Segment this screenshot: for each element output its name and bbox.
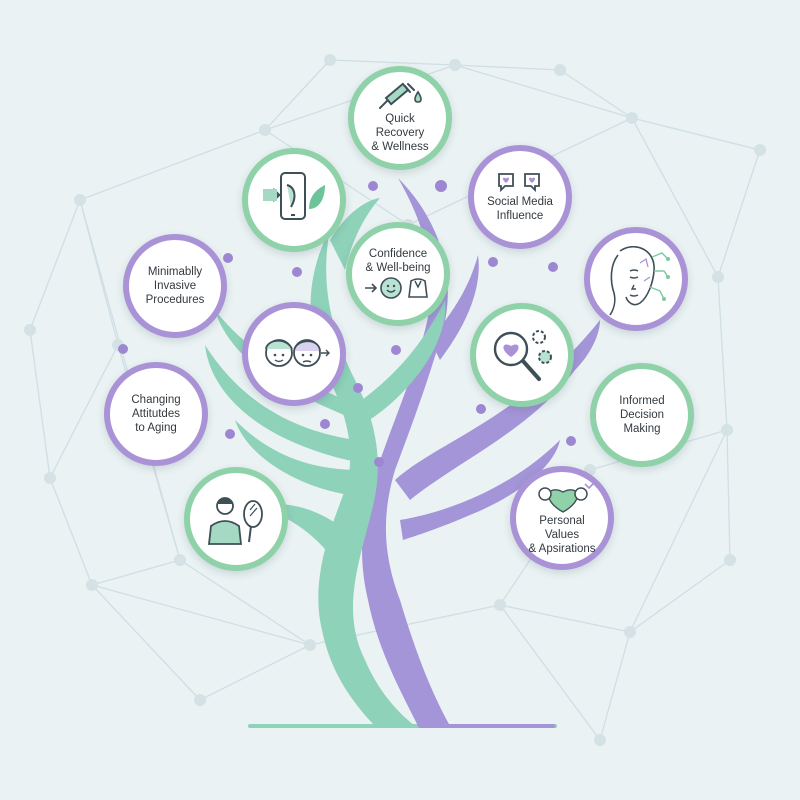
network-link — [454, 64, 561, 71]
node-person-mirror — [184, 467, 288, 571]
node-personal-values: Personal Values & Apsirations — [510, 466, 614, 570]
heart-people-icon — [538, 483, 594, 513]
network-node — [86, 579, 98, 591]
label-confidence: Confidence & Well-being — [365, 248, 431, 274]
network-link — [91, 584, 311, 646]
network-link — [499, 604, 601, 741]
network-link — [454, 64, 633, 119]
network-node — [594, 734, 606, 746]
network-link — [29, 329, 51, 479]
smile-body-icon — [365, 277, 428, 299]
network-node — [712, 271, 724, 283]
network-node — [624, 626, 636, 638]
label-minimally-invasive: Minimablly Invasive Procedures — [145, 266, 205, 306]
decorative-dot — [292, 267, 302, 277]
network-link — [717, 276, 728, 431]
speech-heart-icon — [498, 173, 540, 193]
face-analysis-icon — [609, 246, 670, 316]
decorative-dot — [476, 404, 486, 414]
purple-branch-right — [395, 320, 600, 500]
decorative-dot — [488, 257, 498, 267]
network-node — [724, 554, 736, 566]
network-node — [554, 64, 566, 76]
node-confidence: Confidence & Well-being — [346, 222, 450, 326]
person-mirror-icon — [207, 497, 263, 545]
syringe-icon — [379, 82, 422, 109]
network-node — [44, 472, 56, 484]
purple-branch-inner — [430, 255, 479, 360]
network-link — [631, 117, 761, 151]
node-informed-decision: Informed Decision Making — [590, 363, 694, 467]
network-node — [721, 424, 733, 436]
node-quick-recovery: Quick Recovery & Wellness — [348, 66, 452, 170]
node-aging-faces — [242, 302, 346, 406]
network-link — [49, 344, 119, 479]
decorative-dot — [566, 436, 576, 446]
decorative-dot — [320, 419, 330, 429]
network-node — [74, 194, 86, 206]
label-social-media: Social Media Influence — [487, 196, 553, 222]
teal-branch-top — [330, 198, 380, 270]
decorative-dot — [353, 383, 363, 393]
purple-trunk — [362, 178, 450, 726]
network-node — [174, 554, 186, 566]
network-link — [717, 149, 761, 278]
label-personal-values: Personal Values & Apsirations — [528, 515, 596, 555]
decorative-dot — [435, 180, 447, 192]
teal-branch-right — [355, 300, 446, 426]
node-social-media: Social Media Influence — [468, 145, 572, 249]
network-node — [304, 639, 316, 651]
network-node — [24, 324, 36, 336]
decorative-dot — [391, 345, 401, 355]
network-link — [599, 631, 631, 741]
label-quick-recovery: Quick Recovery & Wellness — [371, 113, 429, 153]
network-link — [329, 59, 456, 66]
decorative-dots — [118, 180, 576, 467]
network-link — [91, 584, 201, 701]
decorative-dot — [223, 253, 233, 263]
decorative-dot — [118, 344, 128, 354]
network-link — [559, 69, 633, 119]
purple-branch-lower-right — [400, 440, 560, 540]
decorative-dot — [225, 429, 235, 439]
node-minimally-invasive: Minimablly Invasive Procedures — [123, 234, 227, 338]
node-digital-transformation — [242, 148, 346, 252]
node-changing-attitudes: Changing Attitutdes to Aging — [104, 362, 208, 466]
network-link — [499, 604, 631, 633]
network-link — [29, 199, 81, 331]
network-link — [726, 429, 731, 561]
label-changing-attitudes: Changing Attitutdes to Aging — [131, 394, 181, 434]
network-node — [194, 694, 206, 706]
network-node — [626, 112, 638, 124]
network-link — [79, 129, 266, 201]
network-link — [631, 117, 719, 278]
network-node — [449, 59, 461, 71]
decorative-dot — [374, 457, 384, 467]
network-link — [629, 559, 731, 633]
network-node — [324, 54, 336, 66]
teal-branch-left-low — [235, 420, 362, 496]
network-node — [494, 599, 506, 611]
decorative-dot — [548, 262, 558, 272]
node-search-heart — [470, 303, 574, 407]
network-link — [264, 59, 331, 131]
decorative-dot — [368, 181, 378, 191]
teal-branch-left-mid — [205, 345, 358, 462]
label-informed-decision: Informed Decision Making — [619, 395, 665, 435]
node-face-analysis — [584, 227, 688, 331]
search-heart-gears-icon — [493, 330, 552, 381]
phone-face-leaf-icon — [263, 172, 325, 220]
network-node — [754, 144, 766, 156]
network-link — [179, 559, 311, 646]
young-old-faces-icon — [265, 339, 330, 367]
teal-branch-bottom-left — [255, 503, 345, 555]
network-link — [629, 429, 728, 633]
network-link — [49, 477, 93, 586]
network-link — [91, 559, 181, 586]
network-node — [259, 124, 271, 136]
network-link — [199, 644, 311, 701]
